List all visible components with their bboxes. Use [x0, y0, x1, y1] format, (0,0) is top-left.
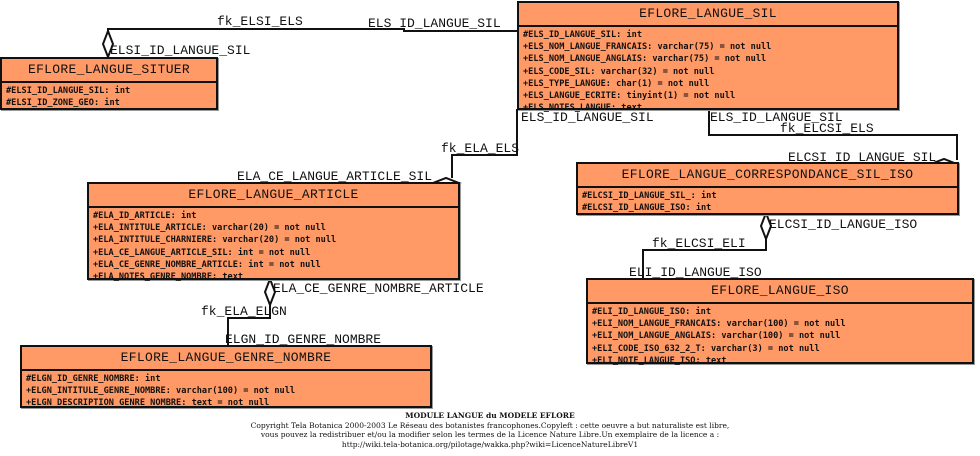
attribute-list: #ELI_ID_LANGUE_ISO: int +ELI_NOM_LANGUE_F…	[588, 304, 972, 369]
relation-name: fk_ELA_ELGN	[201, 304, 287, 319]
relation-source-role: ELI_ID_LANGUE_ISO	[629, 265, 762, 280]
relation-target-role: ELCSI_ID_LANGUE_ISO	[769, 217, 918, 232]
relation-name: fk_ELSI_ELS	[217, 14, 303, 29]
table-name: EFLORE_LANGUE_SITUER	[2, 59, 216, 83]
table-eflore-langue-correspondance-sil-iso[interactable]: EFLORE_LANGUE_CORRESPONDANCE_SIL_ISO#ELC…	[576, 162, 959, 215]
table-eflore-langue-situer[interactable]: EFLORE_LANGUE_SITUER#ELSI_ID_LANGUE_SIL:…	[0, 57, 218, 110]
relation-target-role: ELCSI_ID_LANGUE_SIL	[788, 150, 937, 165]
table-eflore-langue-genre-nombre[interactable]: EFLORE_LANGUE_GENRE_NOMBRE #ELGN_ID_GENRE…	[20, 345, 432, 408]
relation-target-role: ELA_CE_GENRE_NOMBRE_ARTICLE	[273, 281, 484, 296]
table-attribute: +ELS_NOTES_LANGUE: text	[523, 103, 642, 114]
relation-target-role: ELA_CE_LANGUE_ARTICLE_SIL	[237, 169, 433, 184]
table-attribute: +ELA_NOTES_GENRE_NOMBRE: text	[93, 272, 244, 283]
table-attribute: #ELS_ID_LANGUE_SIL: int	[523, 30, 642, 40]
diamond-aggregation-icon	[759, 210, 773, 242]
table-attribute: +ELI_NOM_LANGUE_ANGLAIS: varchar(100) = …	[592, 331, 841, 342]
line-fk-ela-els	[451, 109, 518, 178]
relation-target-role: ELSI_ID_LANGUE_SIL	[110, 43, 251, 58]
attribute-list: #ELA_ID_ARTICLE: int +ELA_INTITULE_ARTICL…	[89, 208, 458, 285]
table-attribute: +ELS_NOM_LANGUE_ANGLAIS: varchar(75) = n…	[523, 54, 767, 65]
diagram-footer: MODULE LANGUE du MODELE EFLORE Copyright…	[170, 411, 810, 449]
table-attribute: +ELA_CE_LANGUE_ARTICLE_SIL: int = not nu…	[93, 247, 311, 258]
table-eflore-langue-iso[interactable]: EFLORE_LANGUE_ISO#ELI_ID_LANGUE_ISO: int…	[586, 278, 974, 366]
table-attribute: #ELSI_ID_LANGUE_SIL: int	[6, 86, 131, 96]
relation-source-role: ELS_ID_LANGUE_SIL	[368, 16, 501, 31]
table-attribute: +ELS_NOM_LANGUE_FRANCAIS: varchar(75) = …	[523, 42, 772, 53]
relation-source-role: ELS_ID_LANGUE_SIL	[521, 110, 654, 125]
table-attribute: +ELGN_DESCRIPTION_GENRE_NOMBRE: text = n…	[26, 398, 270, 409]
table-attribute: +ELA_INTITULE_ARTICLE: varchar(20) = not…	[93, 223, 326, 234]
table-name: EFLORE_LANGUE_CORRESPONDANCE_SIL_ISO	[578, 164, 957, 188]
table-name: EFLORE_LANGUE_ARTICLE	[89, 184, 458, 208]
table-attribute: +ELA_INTITULE_CHARNIERE: varchar(20) = n…	[93, 235, 337, 246]
table-attribute: #ELI_ID_LANGUE_ISO: int	[592, 307, 711, 317]
table-name: EFLORE_LANGUE_ISO	[588, 280, 972, 304]
table-attribute: +ELI_CODE_ISO_632_2_T: varchar(3) = not …	[592, 343, 820, 354]
table-attribute: #ELCSI_ID_LANGUE_ISO: int	[582, 203, 712, 214]
attribute-list: #ELGN_ID_GENRE_NOMBRE: int +ELGN_INTITULE…	[22, 371, 430, 412]
table-name: EFLORE_LANGUE_SIL	[519, 3, 897, 27]
table-attribute: +ELI_NOTE_LANGUE_ISO: text	[592, 355, 727, 366]
attribute-list: #ELSI_ID_LANGUE_SIL: int #ELSI_ID_ZONE_GE…	[2, 83, 216, 111]
relation-name: fk_ELCSI_ELI	[652, 236, 746, 251]
table-attribute: +ELI_NOM_LANGUE_FRANCAIS: varchar(100) =…	[592, 319, 846, 330]
line-fk-elcsi-eli	[642, 238, 767, 279]
table-eflore-langue-article[interactable]: EFLORE_LANGUE_ARTICLE#ELA_ID_ARTICLE: in…	[87, 182, 460, 282]
table-attribute: #ELCSI_ID_LANGUE_SIL_: int	[582, 191, 717, 201]
table-eflore-langue-sil[interactable]: EFLORE_LANGUE_SIL#ELS_ID_LANGUE_SIL: int…	[517, 1, 899, 113]
relation-source-role: ELS_ID_LANGUE_SIL	[710, 110, 843, 125]
diamond-aggregation-icon	[263, 276, 277, 308]
footer-line: http://wiki.tela-botanica.org/pilotage/w…	[341, 439, 639, 449]
table-attribute: #ELA_ID_ARTICLE: int	[93, 211, 197, 221]
table-attribute: +ELS_TYPE_LANGUE: char(1) = not null	[523, 78, 710, 89]
attribute-list: #ELCSI_ID_LANGUE_SIL_: int #ELCSI_ID_LANG…	[578, 188, 957, 216]
table-attribute: +ELGN_INTITULE_GENRE_NOMBRE: varchar(100…	[26, 386, 296, 397]
footer-line: vous pouvez la redistribuer et/ou la mod…	[260, 430, 720, 439]
table-attribute: +ELS_CODE_SIL: varchar(32) = not null	[523, 66, 715, 77]
line-fk-ela-elgn	[227, 304, 271, 346]
attribute-list: #ELS_ID_LANGUE_SIL: int +ELS_NOM_LANGUE_F…	[519, 27, 897, 116]
table-attribute: +ELA_CE_GENRE_NOMBRE_ARTICLE: int = not …	[93, 259, 321, 270]
table-attribute: #ELSI_ID_ZONE_GEO: int	[6, 98, 120, 109]
relation-source-role: ELGN_ID_GENRE_NOMBRE	[225, 332, 382, 347]
table-name: EFLORE_LANGUE_GENRE_NOMBRE	[22, 347, 430, 371]
footer-title: MODULE LANGUE du MODELE EFLORE	[405, 411, 575, 420]
table-attribute: #ELGN_ID_GENRE_NOMBRE: int	[26, 374, 161, 384]
relation-name: fk_ELA_ELS	[441, 141, 520, 156]
relation-name: fk_ELCSI_ELS	[780, 121, 874, 136]
table-attribute: +ELS_LANGUE_ECRITE: tinyint(1) = not nul…	[523, 91, 736, 102]
line-fk-elcsi-els	[708, 109, 958, 160]
footer-line: Copyright Tela Botanica 2000-2003 Le Rés…	[250, 420, 730, 430]
